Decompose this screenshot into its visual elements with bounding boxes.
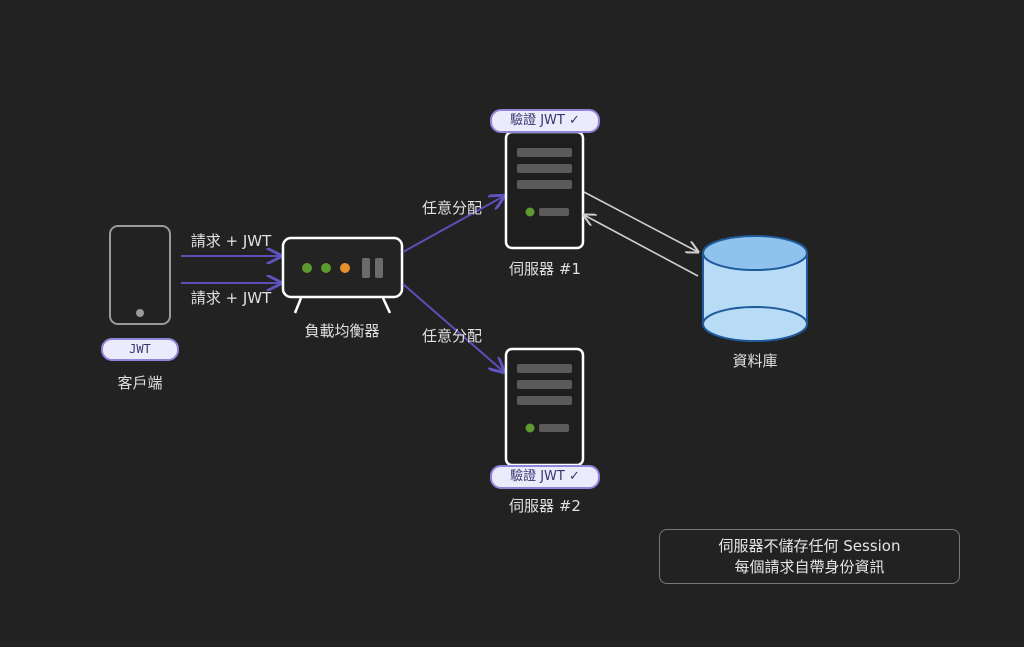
db-to-server-arrow [584, 215, 699, 277]
server2-icon [504, 347, 585, 467]
client-label: 客戶端 [117, 374, 163, 392]
server1-label: 伺服器 #1 [509, 260, 581, 278]
server1-icon [504, 130, 585, 250]
client-jwt-badge: JWT [101, 338, 179, 361]
lb-led-green-2 [321, 263, 331, 273]
lb-led-green-1 [302, 263, 312, 273]
server1-verify-badge: 驗證 JWT ✓ [490, 109, 600, 133]
server2-verify-badge: 驗證 JWT ✓ [490, 465, 600, 489]
request-label-bottom: 請求 + JWT [190, 289, 272, 307]
load-balancer-label: 負載均衡器 [304, 322, 380, 340]
note-line-1: 伺服器不儲存任何 Session [718, 537, 901, 555]
distribute-arrow-server2 [402, 283, 504, 372]
note-line-2: 每個請求自帶身份資訊 [734, 558, 885, 576]
distribution-label-top: 任意分配 [421, 199, 483, 217]
distribution-label-bottom: 任意分配 [421, 327, 483, 345]
stateless-note-box: 伺服器不儲存任何 Session 每個請求自帶身份資訊 [659, 529, 960, 584]
lb-led-orange [340, 263, 350, 273]
client-phone-icon [109, 225, 171, 325]
load-balancer-icon [281, 236, 404, 314]
server-to-db-arrow [583, 191, 698, 252]
database-icon [702, 235, 808, 342]
database-label: 資料庫 [732, 352, 778, 370]
server2-label: 伺服器 #2 [509, 497, 581, 515]
distribute-arrow-server1 [402, 196, 504, 253]
request-label-top: 請求 + JWT [190, 232, 272, 250]
